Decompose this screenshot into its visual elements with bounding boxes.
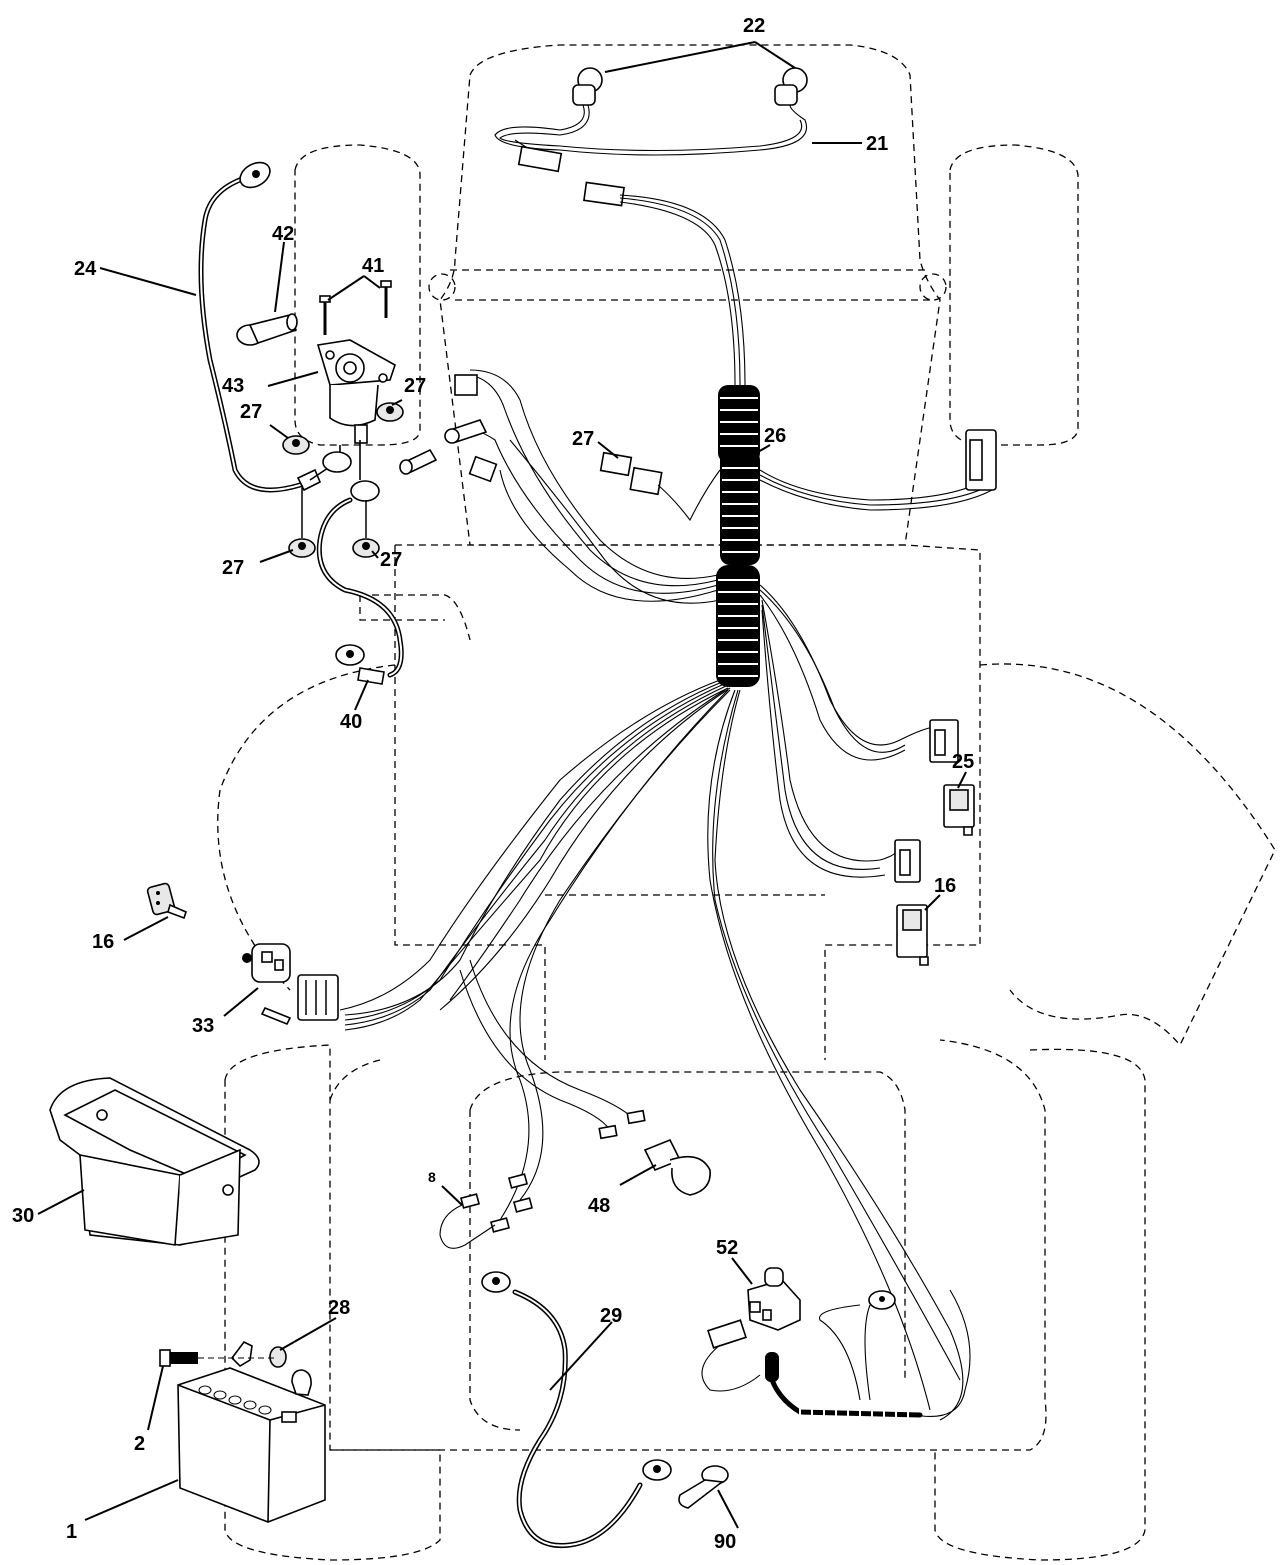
callout-33: 16 [92,931,114,953]
battery-bolt [159,1340,275,1368]
ignition-key [146,882,187,920]
indicator-lamp [598,1109,711,1196]
solenoid-cable [301,448,438,685]
callout-27b: 27 [240,401,262,423]
callout-27e: 28 [328,1297,350,1319]
callout-29: 52 [716,1237,738,1259]
callout-16b: 16 [934,875,956,897]
callout-30: 33 [192,1015,214,1037]
callout-41: 41 [362,255,384,277]
callout-8: 30 [12,1205,34,1227]
ignition-switch [242,943,339,1026]
battery [177,1367,326,1523]
starter-solenoid [309,339,396,481]
battery-box [49,1077,260,1246]
headlight-bulbs [572,67,808,106]
solenoid-bolts [319,280,392,335]
callout-24: 24 [74,258,97,280]
callout-27c: 27 [222,557,244,579]
hex-nut [269,402,404,1368]
terminal-cover [678,1465,729,1509]
callout-52: 48 [588,1195,610,1217]
callout-26: 27 [572,428,594,450]
callout-1: 1 [66,1521,77,1543]
callout-2: 2 [134,1433,145,1455]
callout-21: 21 [866,133,888,155]
callout-16a: 25 [952,751,974,773]
callout-40: 26 [764,425,786,447]
lamp [439,1173,534,1249]
callout-42: 42 [272,223,294,245]
callout-48: 8 [428,1169,436,1185]
tractor-outline [217,44,1276,1561]
callout-labels: 22 21 24 42 41 43 27 27 27 27 27 26 40 2… [12,15,974,1553]
ground-cable [198,161,322,493]
interlock-switch [896,784,975,966]
callout-43: 43 [222,375,244,397]
callout-90: 90 [714,1531,736,1553]
battery-cable [481,1271,672,1549]
leader-lines [37,41,967,1529]
main-wire-harness [339,369,997,1421]
callout-27a: 27 [404,375,426,397]
headlight-harness [494,104,807,386]
callout-28: 29 [600,1305,622,1327]
seat-switch [701,1267,971,1422]
terminal-boot [236,313,298,346]
callout-25: 40 [340,711,362,733]
callout-27d: 27 [380,549,402,571]
callout-22: 22 [743,15,765,37]
